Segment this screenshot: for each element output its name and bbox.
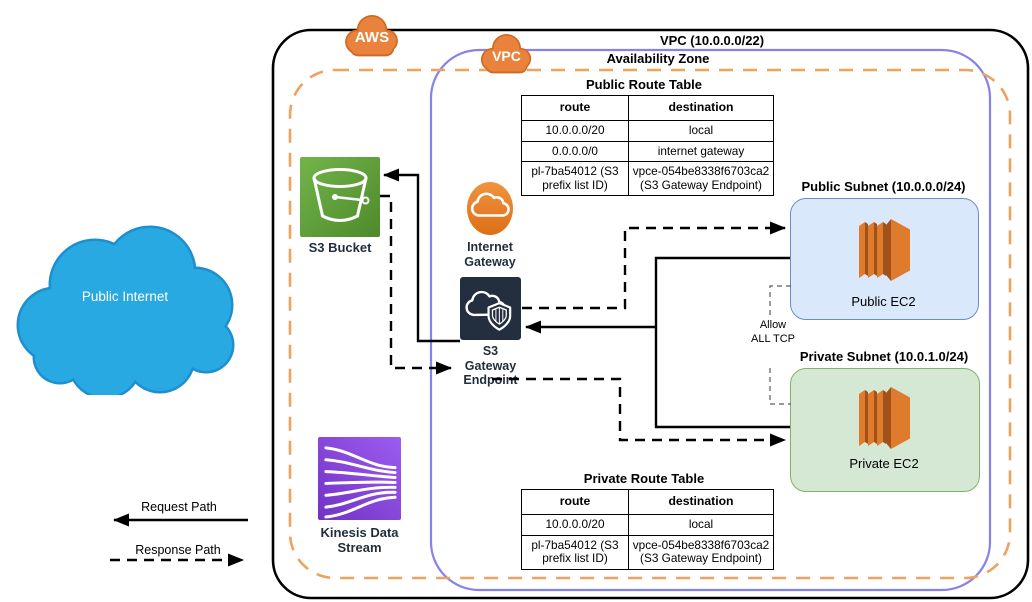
private-subnet-box bbox=[790, 368, 980, 492]
aws-cloud-badge-label: AWS bbox=[354, 29, 390, 46]
col-header-route: route bbox=[521, 95, 629, 121]
kinesis-data-stream-label: Kinesis Data Stream bbox=[320, 525, 399, 555]
col-header-destination: destination bbox=[628, 489, 774, 515]
cell-route: pl-7ba54012 (S3 prefix list ID) bbox=[521, 534, 629, 570]
cell-route: 10.0.0.0/20 bbox=[521, 514, 629, 536]
col-header-destination: destination bbox=[628, 95, 774, 121]
private-subnet-title: Private Subnet (10.0.1.0/24) bbox=[799, 349, 969, 364]
s3-bucket-icon bbox=[300, 157, 380, 237]
public-internet-cloud-icon bbox=[16, 225, 235, 395]
aws-cloud-badge: AWS bbox=[343, 9, 401, 65]
cell-route: 10.0.0.0/20 bbox=[521, 120, 629, 142]
cell-route: 0.0.0.0/0 bbox=[521, 140, 629, 162]
cell-destination: vpce-054be8338f6703ca2 (S3 Gateway Endpo… bbox=[628, 161, 774, 196]
legend-request-path-label: Request Path bbox=[141, 500, 217, 514]
public-route-table-title: Public Route Table bbox=[585, 77, 703, 92]
cell-destination: local bbox=[628, 120, 774, 142]
cell-destination: vpce-054be8338f6703ca2 (S3 Gateway Endpo… bbox=[628, 534, 774, 570]
cell-route: pl-7ba54012 (S3 prefix list ID) bbox=[521, 161, 629, 196]
table-row: route destination bbox=[521, 95, 774, 121]
kinesis-data-stream-icon bbox=[318, 437, 401, 520]
table-row: 10.0.0.0/20 local bbox=[521, 120, 774, 142]
public-internet-label: Public Internet bbox=[81, 289, 169, 304]
s3-gateway-endpoint-icon bbox=[460, 277, 521, 340]
request-endpoint-to-s3-arrow bbox=[383, 168, 460, 343]
vpc-cidr-label: VPC (10.0.0.0/22) bbox=[659, 33, 765, 48]
s3-bucket-label: S3 Bucket bbox=[308, 240, 372, 255]
public-ec2-icon bbox=[856, 211, 912, 287]
public-ec2-label: Public EC2 bbox=[851, 294, 916, 309]
public-subnet-title: Public Subnet (10.0.0.0/24) bbox=[801, 179, 966, 194]
vpc-cloud-badge: VPC bbox=[478, 32, 535, 78]
table-row: route destination bbox=[521, 489, 774, 515]
table-row: pl-7ba54012 (S3 prefix list ID) vpce-054… bbox=[521, 534, 774, 570]
private-route-table: route destination 10.0.0.0/20 local pl-7… bbox=[521, 489, 774, 570]
internet-gateway-icon bbox=[467, 182, 513, 235]
private-route-table-title: Private Route Table bbox=[583, 471, 705, 486]
private-ec2-icon bbox=[856, 379, 912, 455]
response-endpoint-to-private-subnet-arrow bbox=[492, 377, 786, 447]
table-row: 10.0.0.0/20 local bbox=[521, 514, 774, 536]
security-group-bracket-bottom bbox=[769, 368, 791, 405]
private-ec2-label: Private EC2 bbox=[849, 456, 919, 471]
public-route-table: route destination 10.0.0.0/20 local 0.0.… bbox=[521, 95, 774, 196]
col-header-route: route bbox=[521, 489, 629, 515]
table-row: pl-7ba54012 (S3 prefix list ID) vpce-054… bbox=[521, 161, 774, 196]
internet-gateway-label: Internet Gateway bbox=[464, 240, 516, 269]
vpc-cloud-badge-label: VPC bbox=[492, 48, 521, 64]
allow-all-tcp-label: Allow ALL TCP bbox=[750, 319, 796, 345]
aws-cloud-badge-icon bbox=[345, 14, 398, 57]
security-group-bracket-top bbox=[769, 285, 791, 316]
table-row: 0.0.0.0/0 internet gateway bbox=[521, 140, 774, 162]
cell-destination: local bbox=[628, 514, 774, 536]
availability-zone-label: Availability Zone bbox=[606, 51, 710, 66]
s3-gateway-endpoint-label: S3 Gateway Endpoint bbox=[463, 344, 518, 387]
cell-destination: internet gateway bbox=[628, 140, 774, 162]
response-endpoint-to-public-subnet-arrow bbox=[522, 221, 786, 310]
vpc-cloud-badge-icon bbox=[480, 34, 532, 74]
legend-response-path-label: Response Path bbox=[135, 543, 221, 557]
response-s3-to-endpoint-arrow bbox=[380, 194, 452, 375]
